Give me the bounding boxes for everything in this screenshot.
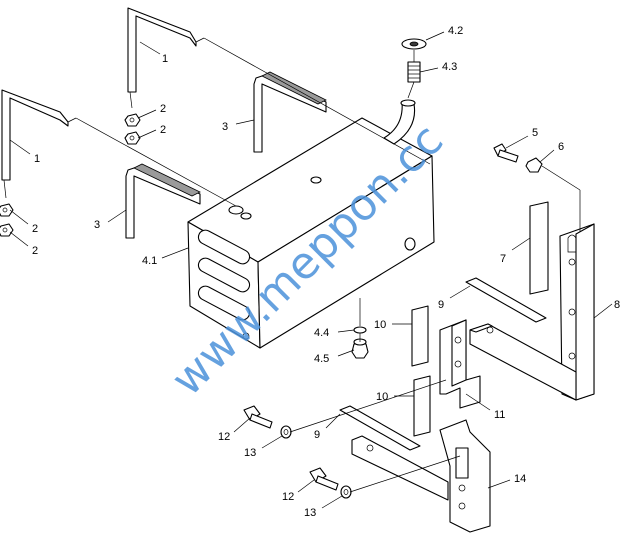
nut-6 xyxy=(525,157,543,173)
filler-strainer xyxy=(407,61,421,83)
strap-upper xyxy=(127,7,205,109)
label-2-c: 2 xyxy=(32,223,38,235)
label-4-5: 4.5 xyxy=(314,353,329,365)
strap-lower xyxy=(1,89,77,199)
label-4-2: 4.2 xyxy=(448,25,463,37)
label-4-4: 4.4 xyxy=(314,327,329,339)
bracket-11 xyxy=(439,319,481,409)
label-2-b: 2 xyxy=(160,124,166,136)
label-13-lower: 13 xyxy=(304,507,316,519)
pad-9-upper xyxy=(465,277,547,323)
assembly-lines xyxy=(75,37,581,493)
pad-10-lower xyxy=(413,375,431,437)
label-12-lower: 12 xyxy=(282,491,294,503)
nut-lower-1 xyxy=(0,203,14,217)
part-labels: 1 2 2 3 1 2 2 3 4.1 4.2 4.3 4.4 4.5 5 6 … xyxy=(32,25,620,519)
label-4-3: 4.3 xyxy=(442,61,457,73)
bolt-12-lower xyxy=(309,467,339,491)
leader-lines xyxy=(9,31,613,509)
label-12-upper: 12 xyxy=(218,431,230,443)
label-14: 14 xyxy=(514,473,526,485)
label-6: 6 xyxy=(558,141,564,153)
saddle-lower xyxy=(125,163,201,239)
label-7: 7 xyxy=(500,253,506,265)
label-3-upper: 3 xyxy=(222,121,228,133)
label-10-upper: 10 xyxy=(374,319,386,331)
nut-lower-2 xyxy=(0,223,14,237)
label-8: 8 xyxy=(614,299,620,311)
label-1-lower: 1 xyxy=(34,153,40,165)
pad-7 xyxy=(529,201,549,295)
label-2-d: 2 xyxy=(32,245,38,257)
bracket-14 xyxy=(351,419,491,533)
filler-cap xyxy=(401,38,427,50)
bracket-8 xyxy=(469,223,595,401)
label-3-lower: 3 xyxy=(94,219,100,231)
nut-upper-1 xyxy=(124,113,141,127)
nut-upper-2 xyxy=(124,131,141,145)
label-5: 5 xyxy=(532,127,538,139)
label-4-1: 4.1 xyxy=(142,255,157,267)
label-2-a: 2 xyxy=(160,103,166,115)
drain-washer xyxy=(353,326,367,334)
fuel-tank xyxy=(187,99,435,349)
washer-13-lower xyxy=(340,485,352,499)
label-11: 11 xyxy=(494,409,505,421)
saddle-upper xyxy=(253,71,327,153)
label-9-lower: 9 xyxy=(314,429,320,441)
label-1-upper: 1 xyxy=(162,53,168,65)
bolt-12-upper xyxy=(243,405,273,429)
label-10-lower: 10 xyxy=(376,391,388,403)
label-9-upper: 9 xyxy=(438,299,444,311)
pad-10-upper xyxy=(411,305,429,367)
bolt-5 xyxy=(493,143,519,163)
washer-13-upper xyxy=(280,425,292,439)
pad-9-lower xyxy=(339,405,421,451)
label-13-upper: 13 xyxy=(244,447,256,459)
